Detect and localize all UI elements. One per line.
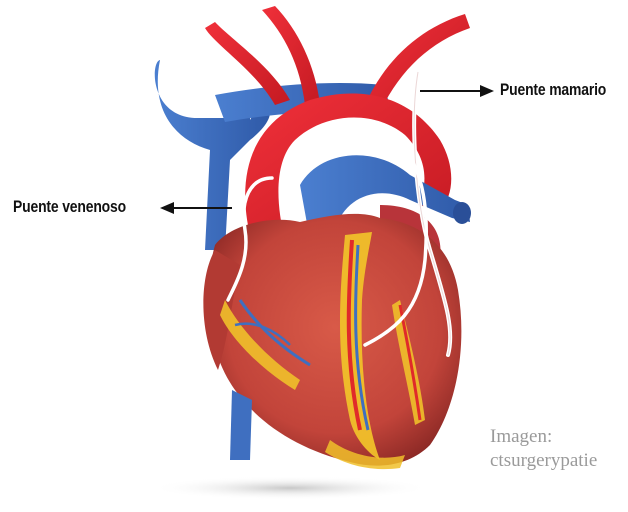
label-mammary-bridge: Puente mamario	[500, 80, 606, 100]
floor-shadow	[150, 476, 430, 500]
image-credit: Imagen: ctsurgerypatie	[490, 425, 628, 473]
label-venous-bridge: Puente venenoso	[13, 197, 126, 217]
inferior-vena-cava	[230, 390, 252, 460]
image-credit-line1: Imagen:	[490, 425, 628, 449]
pulmonary-artery-end	[453, 202, 471, 224]
image-credit-line2: ctsurgerypatie	[490, 449, 628, 473]
venous-arrow-head	[160, 202, 174, 214]
mammary-arrow-head	[480, 85, 494, 97]
